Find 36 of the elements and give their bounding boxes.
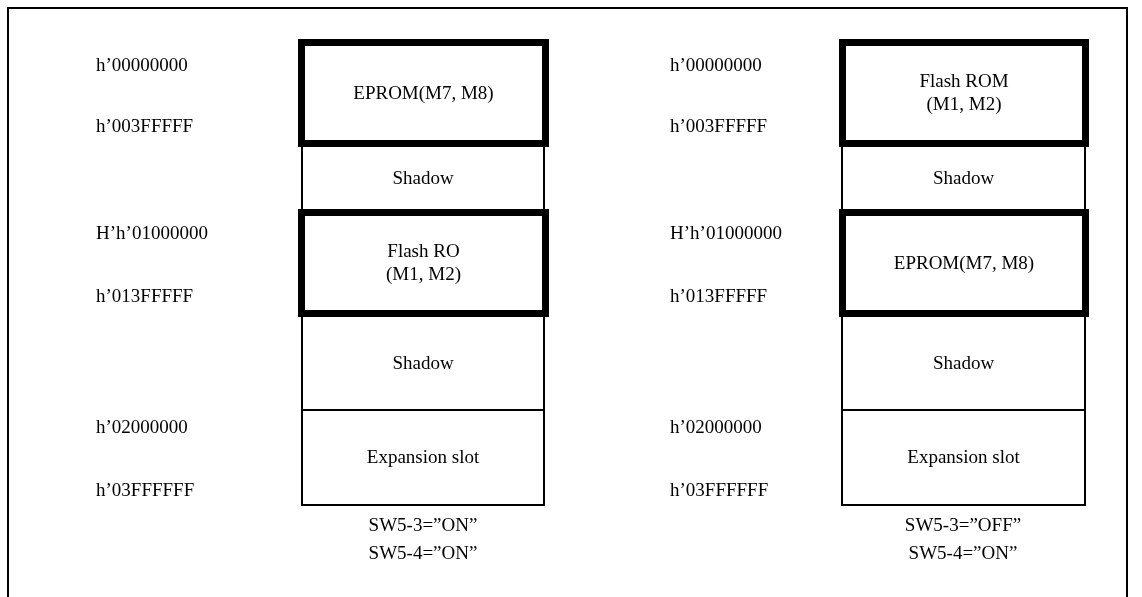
memory-region-box [839,39,1089,147]
region-label: Shadow [392,351,454,375]
address-label: h’03FFFFFF [670,479,769,501]
address-label: H’h’01000000 [96,222,208,244]
region-label: Expansion slot [366,446,480,469]
memory-region-box [839,209,1089,317]
region-label: EPROM(M7, M8) [893,251,1035,275]
memory-region-box [841,145,1086,211]
memory-region-box [841,315,1086,411]
region-label: Flash ROM (M1, M2) [918,70,1010,116]
address-label: h’013FFFFF [670,285,768,307]
memory-region-box [301,315,545,411]
switch-setting-label: SW5-4=”ON” [368,542,478,564]
address-label: h’00000000 [96,54,188,76]
region-label: EPROM(M7, M8) [353,81,494,105]
region-label: Shadow [932,166,995,190]
region-label: Expansion slot [907,446,1020,469]
switch-setting-label: SW5-4=”ON” [908,542,1018,564]
address-label: h’003FFFFF [670,115,768,137]
region-label: Shadow [932,351,995,375]
address-label: h’02000000 [96,416,188,438]
switch-setting-label: SW5-3=”OFF” [904,514,1022,536]
address-label: H’h’01000000 [670,222,782,244]
memory-region-box [301,145,545,211]
memory-region-box [298,39,549,147]
address-label: h’003FFFFF [96,115,194,137]
memory-region-box [298,209,549,317]
address-label: h’00000000 [670,54,762,76]
switch-setting-label: SW5-3=”ON” [368,514,478,536]
memory-region-box [301,409,545,506]
address-label: h’013FFFFF [96,285,194,307]
address-label: h’02000000 [670,416,762,438]
memory-region-box [841,409,1086,506]
region-label: Shadow [392,166,454,190]
address-label: h’03FFFFFF [96,479,195,501]
region-label: Flash RO (M1, M2) [385,240,462,286]
